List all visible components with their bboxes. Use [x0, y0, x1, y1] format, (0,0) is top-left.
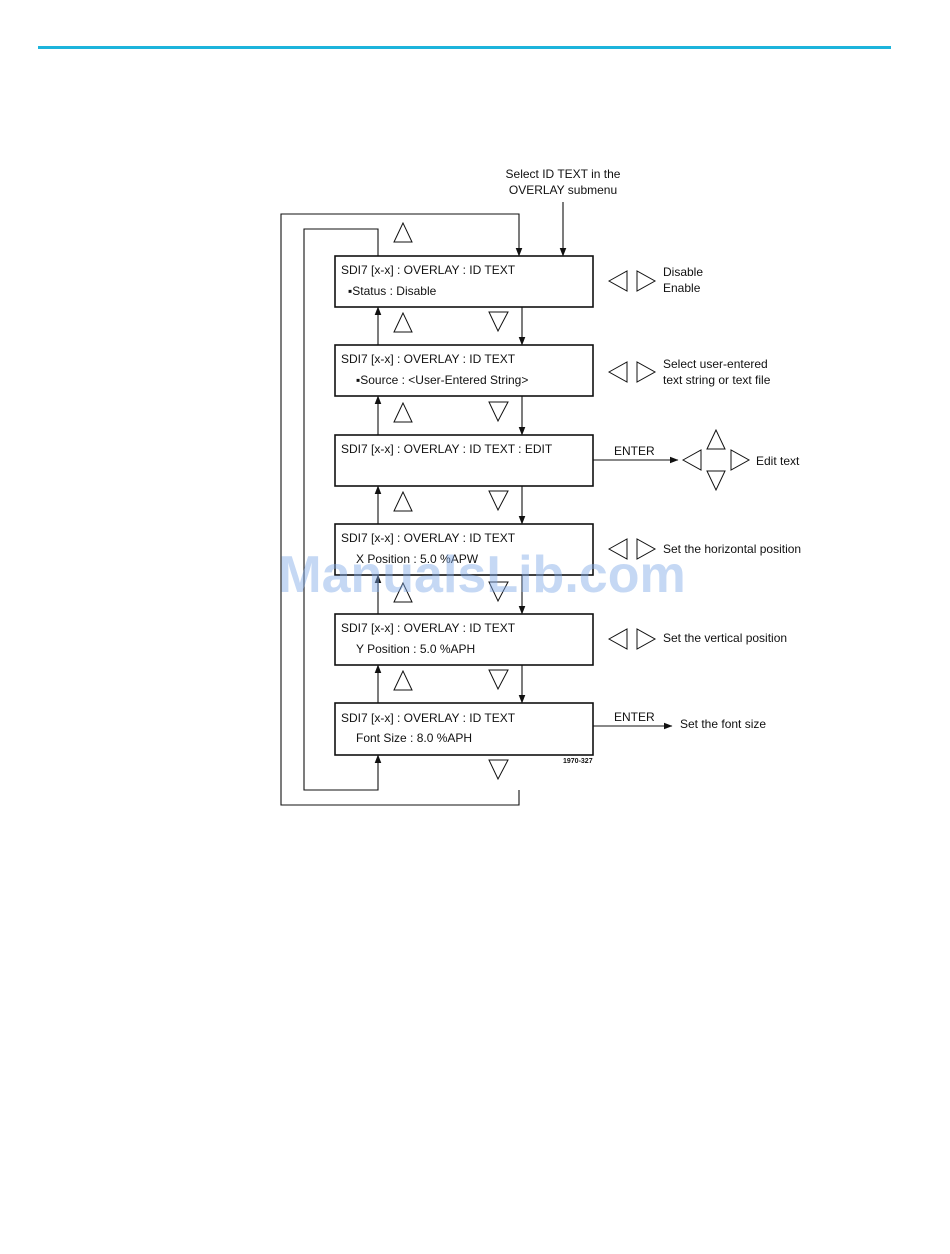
entry-label-line2: OVERLAY submenu	[509, 183, 617, 197]
note-status-line2: Enable	[663, 281, 701, 295]
note-font: Set the font size	[680, 717, 766, 731]
menu-value: ▪Source : <User-Entered String>	[356, 373, 528, 387]
menu-title: SDI7 [x-x] : OVERLAY : ID TEXT	[341, 352, 516, 366]
right-triangle-icon	[636, 270, 657, 292]
menu-box-edit: SDI7 [x-x] : OVERLAY : ID TEXT : EDIT	[334, 434, 594, 487]
menu-value: Font Size : 8.0 %APH	[356, 731, 472, 745]
note-source-line1: Select user-entered	[663, 357, 768, 371]
watermark: ManualsLib.com	[278, 546, 685, 604]
figure-id: 1970-327	[563, 758, 593, 765]
up-triangle-icon	[393, 669, 413, 691]
menu-title: SDI7 [x-x] : OVERLAY : ID TEXT	[341, 531, 516, 545]
entry-label-line1: Select ID TEXT in the	[506, 167, 621, 181]
left-right-buttons-status	[607, 270, 657, 292]
menu-box-font-size: SDI7 [x-x] : OVERLAY : ID TEXT Font Size…	[334, 702, 594, 756]
menu-title: SDI7 [x-x] : OVERLAY : ID TEXT	[341, 621, 516, 635]
down-triangle-icon	[488, 311, 509, 333]
up-triangle-icon	[393, 221, 413, 243]
menu-title: SDI7 [x-x] : OVERLAY : ID TEXT	[341, 711, 516, 725]
menu-box-x-position: SDI7 [x-x] : OVERLAY : ID TEXT X Positio…	[334, 523, 594, 576]
up-triangle-icon	[393, 311, 413, 333]
four-way-buttons	[681, 428, 751, 492]
note-edit: Edit text	[756, 454, 800, 468]
down-triangle-icon	[706, 470, 726, 492]
note-source-line2: text string or text file	[663, 373, 771, 387]
menu-box-source: SDI7 [x-x] : OVERLAY : ID TEXT ▪Source :…	[334, 344, 594, 397]
down-triangle-icon	[488, 401, 509, 423]
left-triangle-icon	[607, 270, 628, 292]
right-triangle-icon	[636, 628, 657, 650]
left-triangle-icon	[607, 628, 628, 650]
enter-label-edit: ENTER	[614, 444, 655, 458]
left-triangle-icon	[607, 361, 628, 383]
down-triangle-icon	[488, 759, 509, 781]
right-triangle-icon	[730, 449, 751, 471]
outer-loop-line	[280, 213, 523, 806]
down-triangle-icon	[488, 581, 509, 603]
up-triangle-icon	[393, 401, 413, 423]
menu-value: Y Position : 5.0 %APH	[356, 642, 475, 656]
note-ypos: Set the vertical position	[663, 631, 787, 645]
down-triangle-icon	[488, 669, 509, 691]
right-triangle-icon	[636, 538, 657, 560]
left-right-buttons-source	[607, 361, 657, 383]
menu-value: ▪Status : Disable	[348, 284, 437, 298]
top-rule	[38, 46, 891, 49]
menu-value: X Position : 5.0 %APW	[356, 552, 479, 566]
right-triangle-icon	[636, 361, 657, 383]
left-right-buttons-xpos	[607, 538, 657, 560]
left-right-buttons-ypos	[607, 628, 657, 650]
menu-title: SDI7 [x-x] : OVERLAY : ID TEXT : EDIT	[341, 442, 553, 456]
menu-box-status: SDI7 [x-x] : OVERLAY : ID TEXT ▪Status :…	[334, 255, 594, 308]
up-triangle-icon	[393, 581, 413, 603]
down-triangle-icon	[488, 490, 509, 512]
up-triangle-icon	[706, 428, 726, 450]
menu-title: SDI7 [x-x] : OVERLAY : ID TEXT	[341, 263, 516, 277]
note-status-line1: Disable	[663, 265, 703, 279]
inner-loop-line	[303, 228, 382, 791]
menu-box-y-position: SDI7 [x-x] : OVERLAY : ID TEXT Y Positio…	[334, 613, 594, 666]
up-triangle-icon	[393, 490, 413, 512]
enter-label-font: ENTER	[614, 710, 655, 724]
note-xpos: Set the horizontal position	[663, 542, 801, 556]
left-triangle-icon	[681, 449, 702, 471]
left-triangle-icon	[607, 538, 628, 560]
